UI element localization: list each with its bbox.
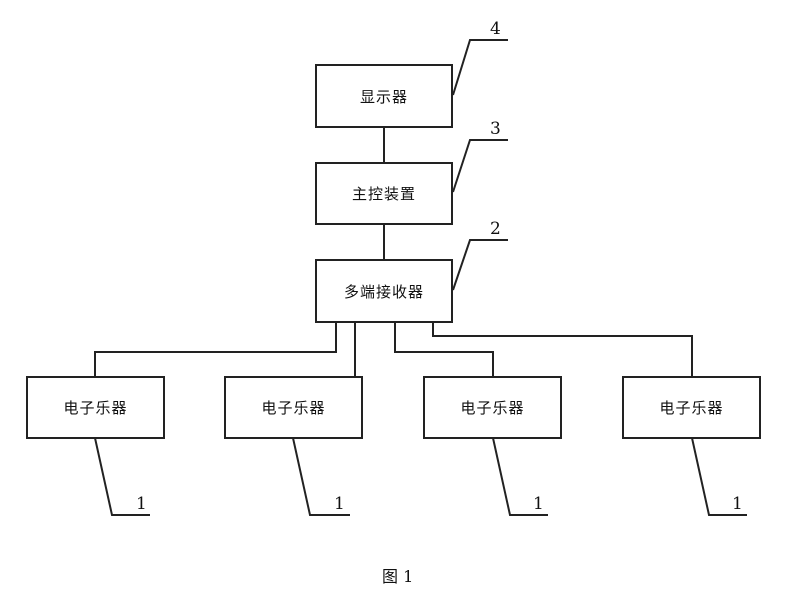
instrument-box-3: 电子乐器 xyxy=(423,376,562,439)
reference-number-receiver: 2 xyxy=(490,219,501,239)
connector-receiver-instrument-1 xyxy=(94,322,337,377)
leader-receiver xyxy=(452,239,508,291)
reference-number-instrument-3: 1 xyxy=(533,494,544,514)
instrument-box-4: 电子乐器 xyxy=(622,376,761,439)
leader-instrument-4 xyxy=(691,437,747,516)
reference-number-instrument-1: 1 xyxy=(136,494,147,514)
reference-number-display: 4 xyxy=(490,19,501,39)
reference-number-controller: 3 xyxy=(490,119,501,139)
receiver-box: 多端接收器 xyxy=(315,259,453,323)
instrument-box-1: 电子乐器 xyxy=(26,376,165,439)
leader-instrument-2 xyxy=(292,437,350,516)
connector-receiver-instrument-4 xyxy=(432,322,693,377)
reference-number-instrument-2: 1 xyxy=(334,494,345,514)
controller-box: 主控装置 xyxy=(315,162,453,225)
connector-receiver-instrument-3 xyxy=(394,322,494,377)
leader-display xyxy=(452,39,508,96)
figure-caption: 图 1 xyxy=(382,567,414,586)
display-box: 显示器 xyxy=(315,64,453,128)
instrument-box-2: 电子乐器 xyxy=(224,376,363,439)
reference-number-instrument-4: 1 xyxy=(732,494,743,514)
leader-instrument-1 xyxy=(94,437,150,516)
leader-controller xyxy=(452,139,508,193)
leader-instrument-3 xyxy=(492,437,548,516)
